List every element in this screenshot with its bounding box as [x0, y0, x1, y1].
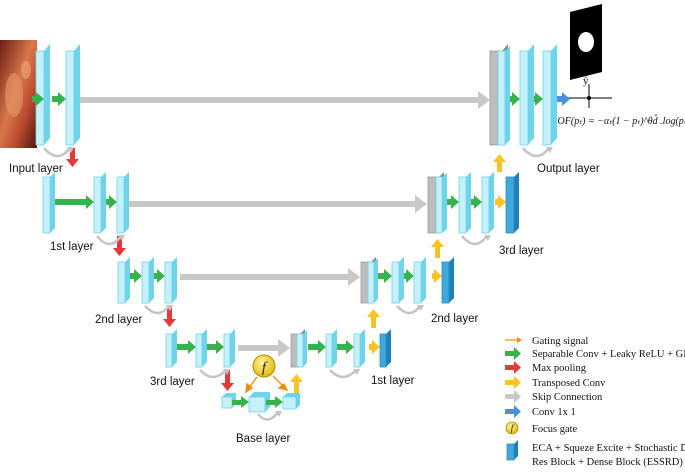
label-encoder-3rd-layer: 3rd layer — [150, 376, 195, 388]
label-output-layer: Output layer — [537, 163, 600, 175]
label-decoder-3rd-layer: 3rd layer — [499, 245, 544, 257]
svg-text:Conv 1x 1: Conv 1x 1 — [532, 407, 576, 418]
transposed-conv-arrows — [290, 154, 506, 393]
legend-item-skip-connection: Skip Connection — [505, 390, 603, 403]
legend-item-focus-gate: f Focus gate — [505, 421, 578, 435]
residual-curves — [43, 147, 550, 421]
label-decoder-1st-layer: 1st layer — [371, 375, 415, 387]
label-encoder-2nd-layer: 2nd layer — [95, 314, 142, 326]
decoder-layer3-blocks — [427, 172, 519, 234]
layer-labels: Input layer 1st layer 2nd layer 3rd laye… — [9, 163, 600, 445]
decoder-output-blocks — [489, 44, 557, 146]
encoder-layer2-blocks — [117, 257, 177, 304]
output-symbol: ŷ — [583, 75, 589, 87]
label-base-layer: Base layer — [236, 433, 291, 445]
legend-item-max-pooling: Max pooling — [505, 361, 587, 374]
svg-text:Skip Connection: Skip Connection — [532, 392, 603, 403]
skip-connections — [78, 91, 490, 357]
svg-text:Focus gate: Focus gate — [532, 424, 578, 435]
conv-arrows — [32, 92, 543, 408]
input-image — [0, 40, 37, 148]
label-input-layer: Input layer — [9, 163, 63, 175]
focus-gate-icon: f — [252, 354, 276, 378]
label-decoder-2nd-layer: 2nd layer — [431, 313, 478, 325]
svg-text:Max pooling: Max pooling — [532, 363, 587, 374]
legend-item-gating-signal: Gating signal — [505, 336, 588, 347]
encoder-layer3-blocks — [165, 329, 235, 368]
loss-formula: LOF(pₜ) = −αₜ(1 − pₜ)^θd̂ .log(pₜ) — [551, 114, 685, 127]
legend-item-separable-conv: Separable Conv + Leaky ReLU + GN — [505, 347, 685, 360]
label-encoder-1st-layer: 1st layer — [50, 241, 94, 253]
legend-item-essrd-block: ECA + Squeze Excite + Stochastic Depth +… — [506, 440, 685, 468]
svg-text:Transposed Conv: Transposed Conv — [532, 378, 606, 389]
maxpool-arrows — [66, 148, 234, 391]
output-mask-image — [570, 4, 602, 80]
legend-focus-gate-glyph: f — [511, 423, 515, 433]
svg-text:Gating signal: Gating signal — [532, 336, 588, 347]
residual-curve-heads — [67, 147, 553, 417]
focus-gate-symbol: f — [262, 360, 268, 376]
encoder-layer1-blocks — [42, 172, 129, 234]
svg-text:Separable Conv + Leaky ReLU +: Separable Conv + Leaky ReLU + GN — [532, 349, 685, 360]
legend: Gating signal Separable Conv + Leaky ReL… — [505, 336, 685, 468]
svg-text:ECA + Squeze Excite + Stochast: ECA + Squeze Excite + Stochastic Depth + — [532, 443, 685, 454]
svg-text:Res Block + Dense Block (ESSR: Res Block + Dense Block (ESSRD) — [532, 457, 683, 468]
legend-item-transposed-conv: Transposed Conv — [505, 376, 606, 389]
gating-signals — [245, 375, 289, 394]
conv1x1-arrow — [557, 92, 570, 106]
decoder-layer1-blocks — [290, 329, 391, 368]
output-axes: ŷ — [567, 75, 612, 108]
legend-item-conv-1x1: Conv 1x 1 — [505, 405, 576, 418]
decoder-layer2-blocks — [360, 257, 454, 304]
